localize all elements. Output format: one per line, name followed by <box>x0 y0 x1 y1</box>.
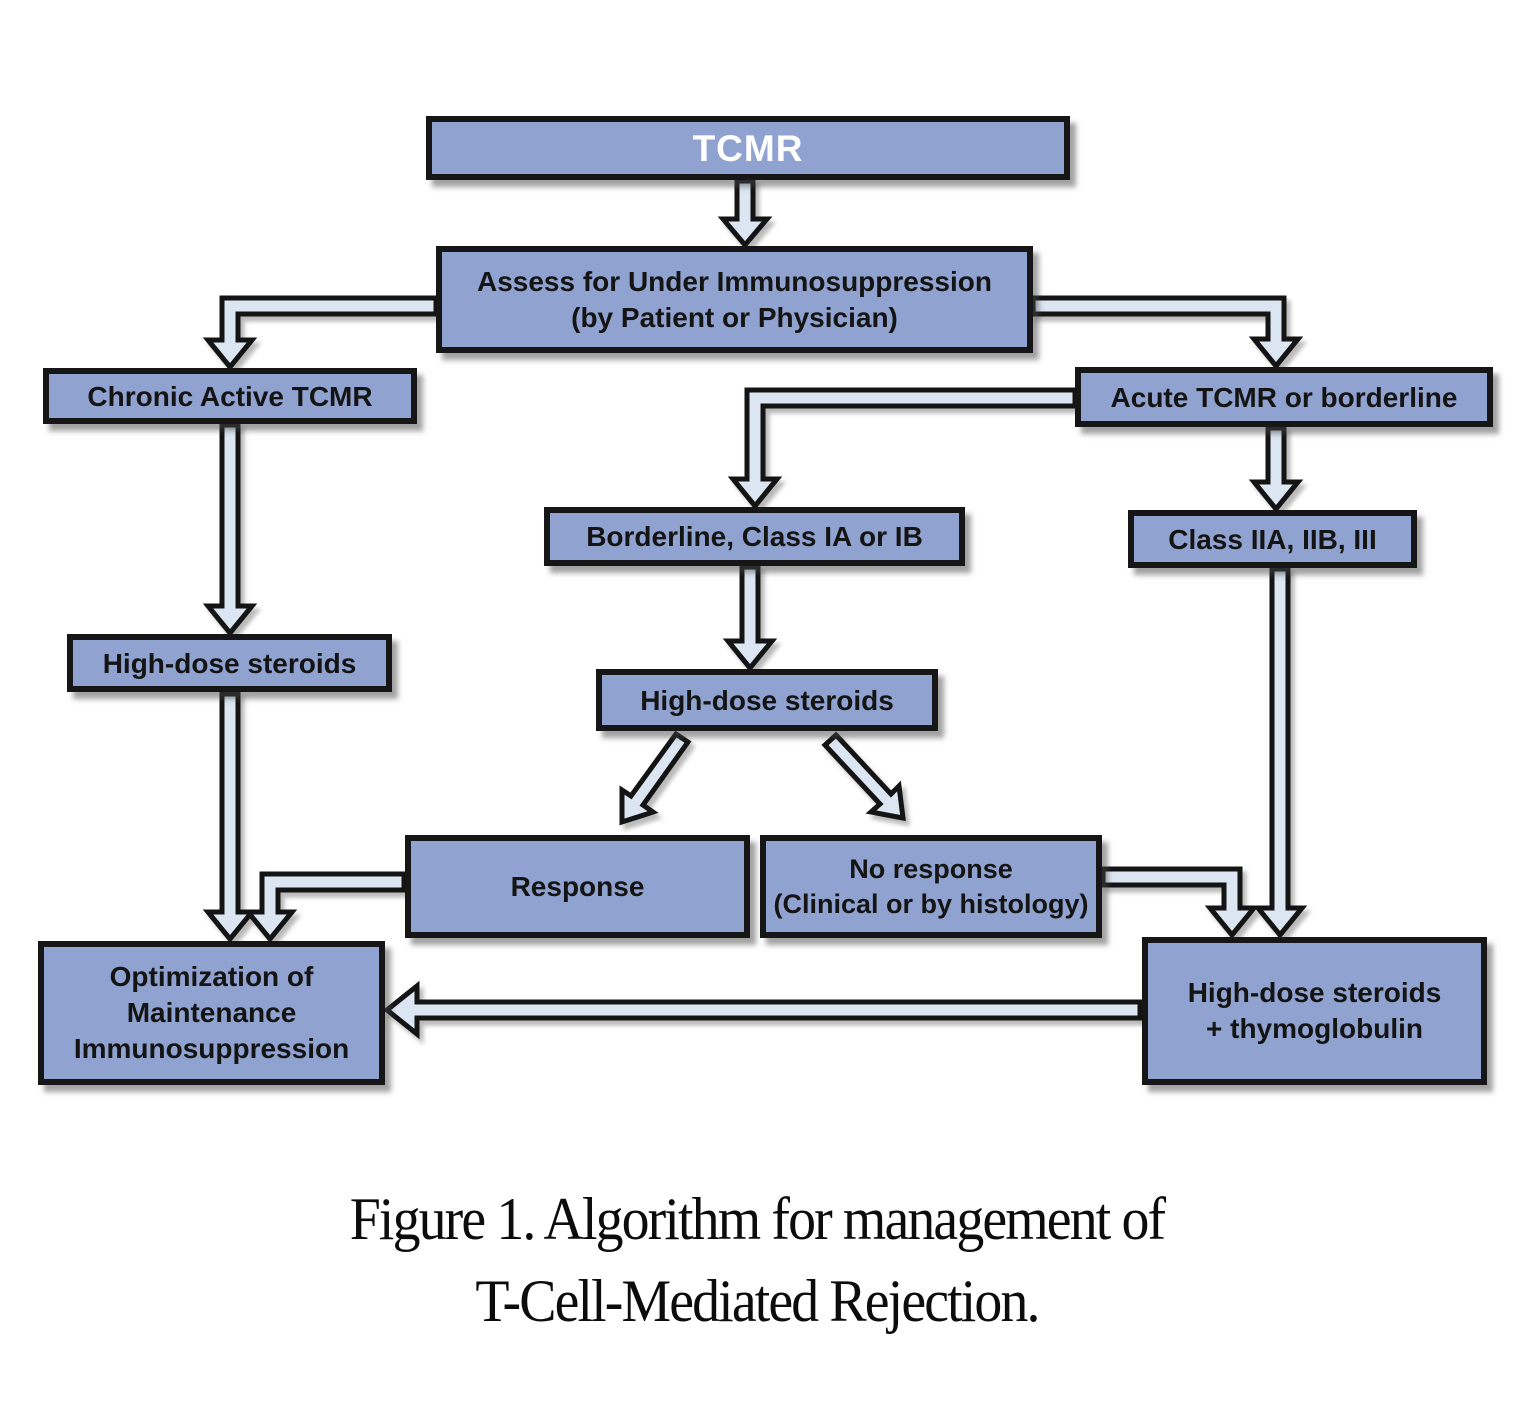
node-no-response: No response (Clinical or by histology) <box>760 835 1102 938</box>
arrow-borderline-to-hds-center <box>722 564 778 672</box>
arrow-class2-to-hds-thymo <box>1252 566 1308 939</box>
node-optimization-line1: Optimization of <box>109 961 314 992</box>
node-hds-thymo-line1: High-dose steroids <box>1187 977 1442 1008</box>
figure-caption-line1: Figure 1. Algorithm for management of <box>349 1186 1166 1252</box>
node-response-label: Response <box>510 871 645 902</box>
node-assess-under-immunosuppression: Assess for Under Immunosuppression (by P… <box>436 246 1033 353</box>
node-class-iia-iib-iii: Class IIA, IIB, III <box>1128 510 1417 568</box>
node-high-dose-steroids-left: High-dose steroids <box>67 634 392 692</box>
arrow-hds-thymo-to-optimization <box>382 980 1143 1040</box>
node-high-dose-steroids-center: High-dose steroids <box>596 669 938 731</box>
node-acute-tcmr-or-borderline: Acute TCMR or borderline <box>1075 367 1493 427</box>
figure-caption-line2: T-Cell-Mediated Rejection. <box>475 1268 1040 1334</box>
arrow-acute-to-borderline <box>727 387 1078 510</box>
arrow-noresponse-to-hds-thymo <box>1100 866 1260 939</box>
node-assess-line1: Assess for Under Immunosuppression <box>476 265 992 297</box>
arrow-tcmr-to-assess <box>717 178 773 249</box>
arrow-assess-to-acute <box>1030 295 1304 370</box>
node-optimization-line2: Maintenance <box>126 997 297 1028</box>
node-hds-thymo-line2: + thymoglobulin <box>1206 1013 1423 1044</box>
node-noresponse-line1: No response <box>849 853 1013 884</box>
node-optimization-line3: Immunosuppression <box>73 1033 350 1064</box>
arrow-assess-to-chronic <box>202 295 439 371</box>
node-hds-center-label: High-dose steroids <box>640 684 894 716</box>
arrow-chronic-to-hds-left <box>202 422 258 637</box>
node-noresponse-line2: (Clinical or by histology) <box>773 888 1089 919</box>
node-class2-label: Class IIA, IIB, III <box>1168 523 1377 555</box>
node-tcmr-label: TCMR <box>692 127 804 169</box>
node-high-dose-steroids-thymoglobulin: High-dose steroids + thymoglobulin <box>1142 937 1487 1085</box>
arrow-acute-to-class2 <box>1248 425 1304 513</box>
node-borderline-class-ia-ib: Borderline, Class IA or IB <box>544 507 965 566</box>
node-acute-label: Acute TCMR or borderline <box>1110 381 1458 413</box>
node-hds-left-label: High-dose steroids <box>102 647 357 679</box>
node-chronic-label: Chronic Active TCMR <box>87 380 373 412</box>
arrow-response-to-optimization <box>242 871 407 943</box>
node-optimization-maintenance-immunosuppression: Optimization of Maintenance Immunosuppre… <box>38 941 385 1085</box>
node-response: Response <box>405 835 750 938</box>
arrow-hds-left-to-optimization <box>202 691 258 943</box>
node-chronic-active-tcmr: Chronic Active TCMR <box>43 368 417 424</box>
node-borderline-label: Borderline, Class IA or IB <box>586 521 923 552</box>
figure-caption: Figure 1. Algorithm for management of T-… <box>53 1178 1461 1342</box>
arrow-hds-center-to-noresponse <box>821 731 906 822</box>
arrow-hds-center-to-response <box>619 730 692 826</box>
node-tcmr: TCMR <box>426 116 1070 180</box>
node-assess-line2: (by Patient or Physician) <box>571 301 898 333</box>
